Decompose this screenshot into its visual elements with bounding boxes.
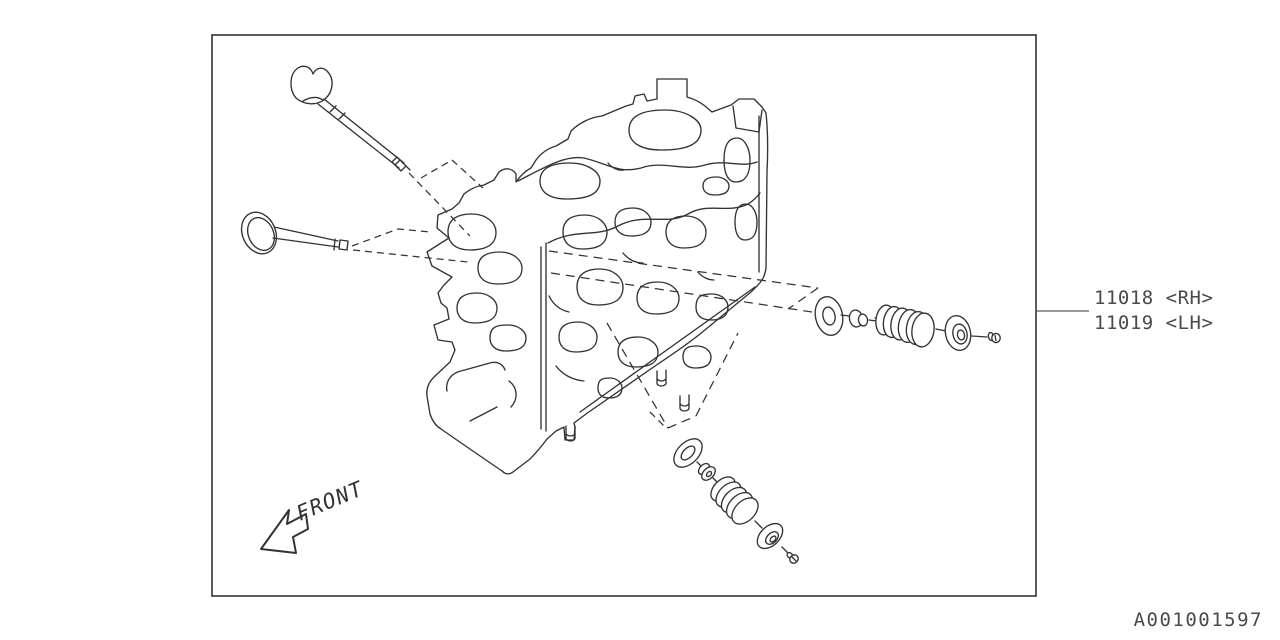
spring-seat-washer [814,296,844,336]
valve-stem-seal [848,309,869,328]
intake-valve [240,211,349,255]
spring-retainer [944,315,972,351]
exhaust-valve [290,65,411,172]
diagram-border [211,34,1037,597]
front-arrow-icon [260,509,309,554]
valve-spring [874,304,935,348]
part-number-label-lh: 11019 <LH> [1094,312,1214,334]
cylinder-head-body [426,78,769,475]
spring-seat-washer-lower [673,438,703,468]
part-number-label-rh: 11018 <RH> [1094,287,1214,309]
valve-keeper [987,331,1001,344]
front-direction-marker: FRONT [260,476,368,554]
valve-spring-lower [710,476,759,525]
spring-retainer-lower [756,522,784,550]
valve-keeper-lower [786,551,799,564]
figure-code: A001001597 [1133,609,1263,631]
valve-stem-seal-lower [697,462,716,481]
valve-spring-set-right [814,296,1001,351]
valve-spring-set-lower [673,438,799,564]
assembly-guide-lines [351,159,819,430]
front-label: FRONT [293,476,368,525]
